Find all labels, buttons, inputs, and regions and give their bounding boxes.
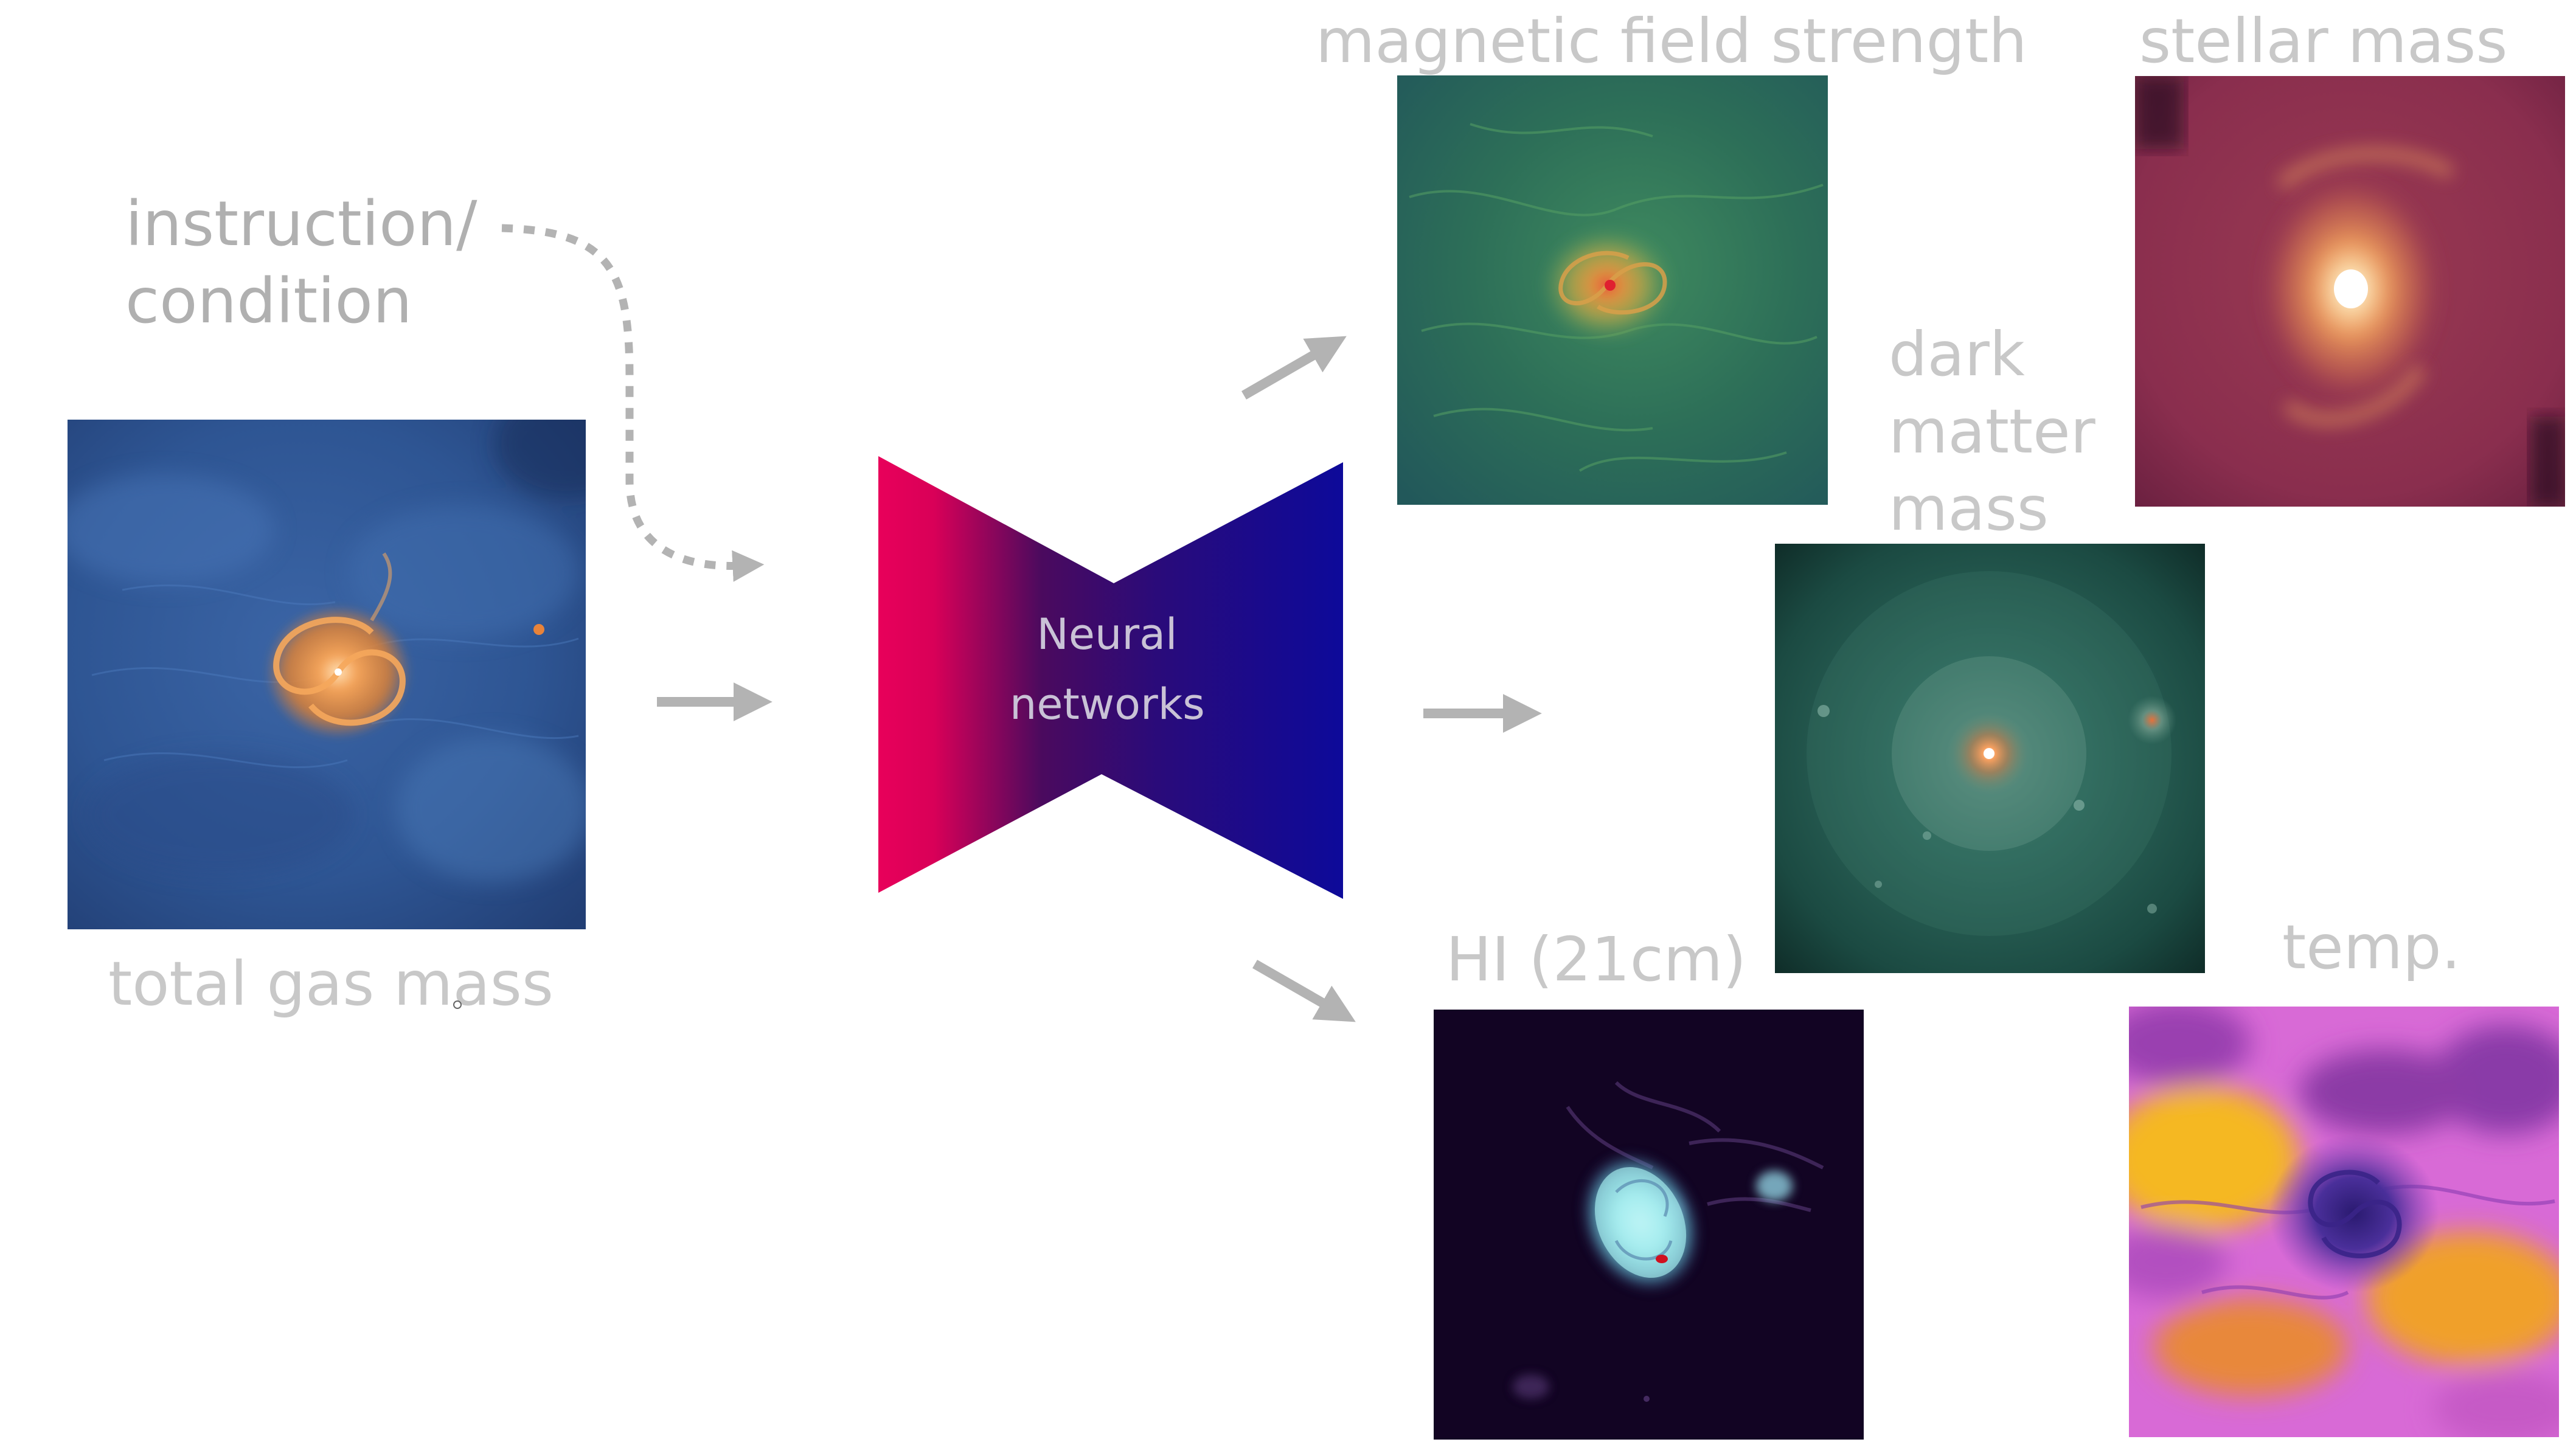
condition-label-line2: condition bbox=[125, 265, 412, 338]
dark-matter-label-line3: mass bbox=[1889, 473, 2049, 544]
dark-matter-label-line2: matter bbox=[1889, 396, 2095, 467]
total-gas-mass-label: total gas mass bbox=[108, 948, 554, 1019]
stellar-mass-label: stellar mass bbox=[2139, 5, 2508, 77]
magnetic-field-map bbox=[1397, 75, 1828, 505]
hi-21cm-map bbox=[1434, 1010, 1864, 1440]
temperature-map bbox=[2129, 1007, 2559, 1437]
neural-networks-label-line1: Neural bbox=[1036, 609, 1178, 659]
neural-networks-label-line2: networks bbox=[1010, 679, 1205, 729]
dark-matter-mass-map bbox=[1775, 544, 2205, 973]
magnetic-field-label: magnetic field strength bbox=[1316, 5, 2027, 77]
condition-dashed-arrow-icon bbox=[501, 224, 765, 582]
hi-21cm-label: HI (21cm) bbox=[1446, 924, 1747, 995]
network-to-magnetic-arrow-icon bbox=[1241, 336, 1347, 400]
temp-label: temp. bbox=[2282, 912, 2461, 983]
total-gas-mass-map bbox=[68, 420, 586, 929]
stellar-mass-map bbox=[2135, 76, 2565, 507]
neural-network-shape bbox=[878, 456, 1343, 899]
network-to-hi-arrow-icon bbox=[1252, 960, 1356, 1022]
dark-matter-label-line1: dark bbox=[1889, 319, 2025, 390]
condition-label-line1: instruction/ bbox=[125, 188, 477, 260]
cursor-dot-icon bbox=[453, 1000, 462, 1009]
